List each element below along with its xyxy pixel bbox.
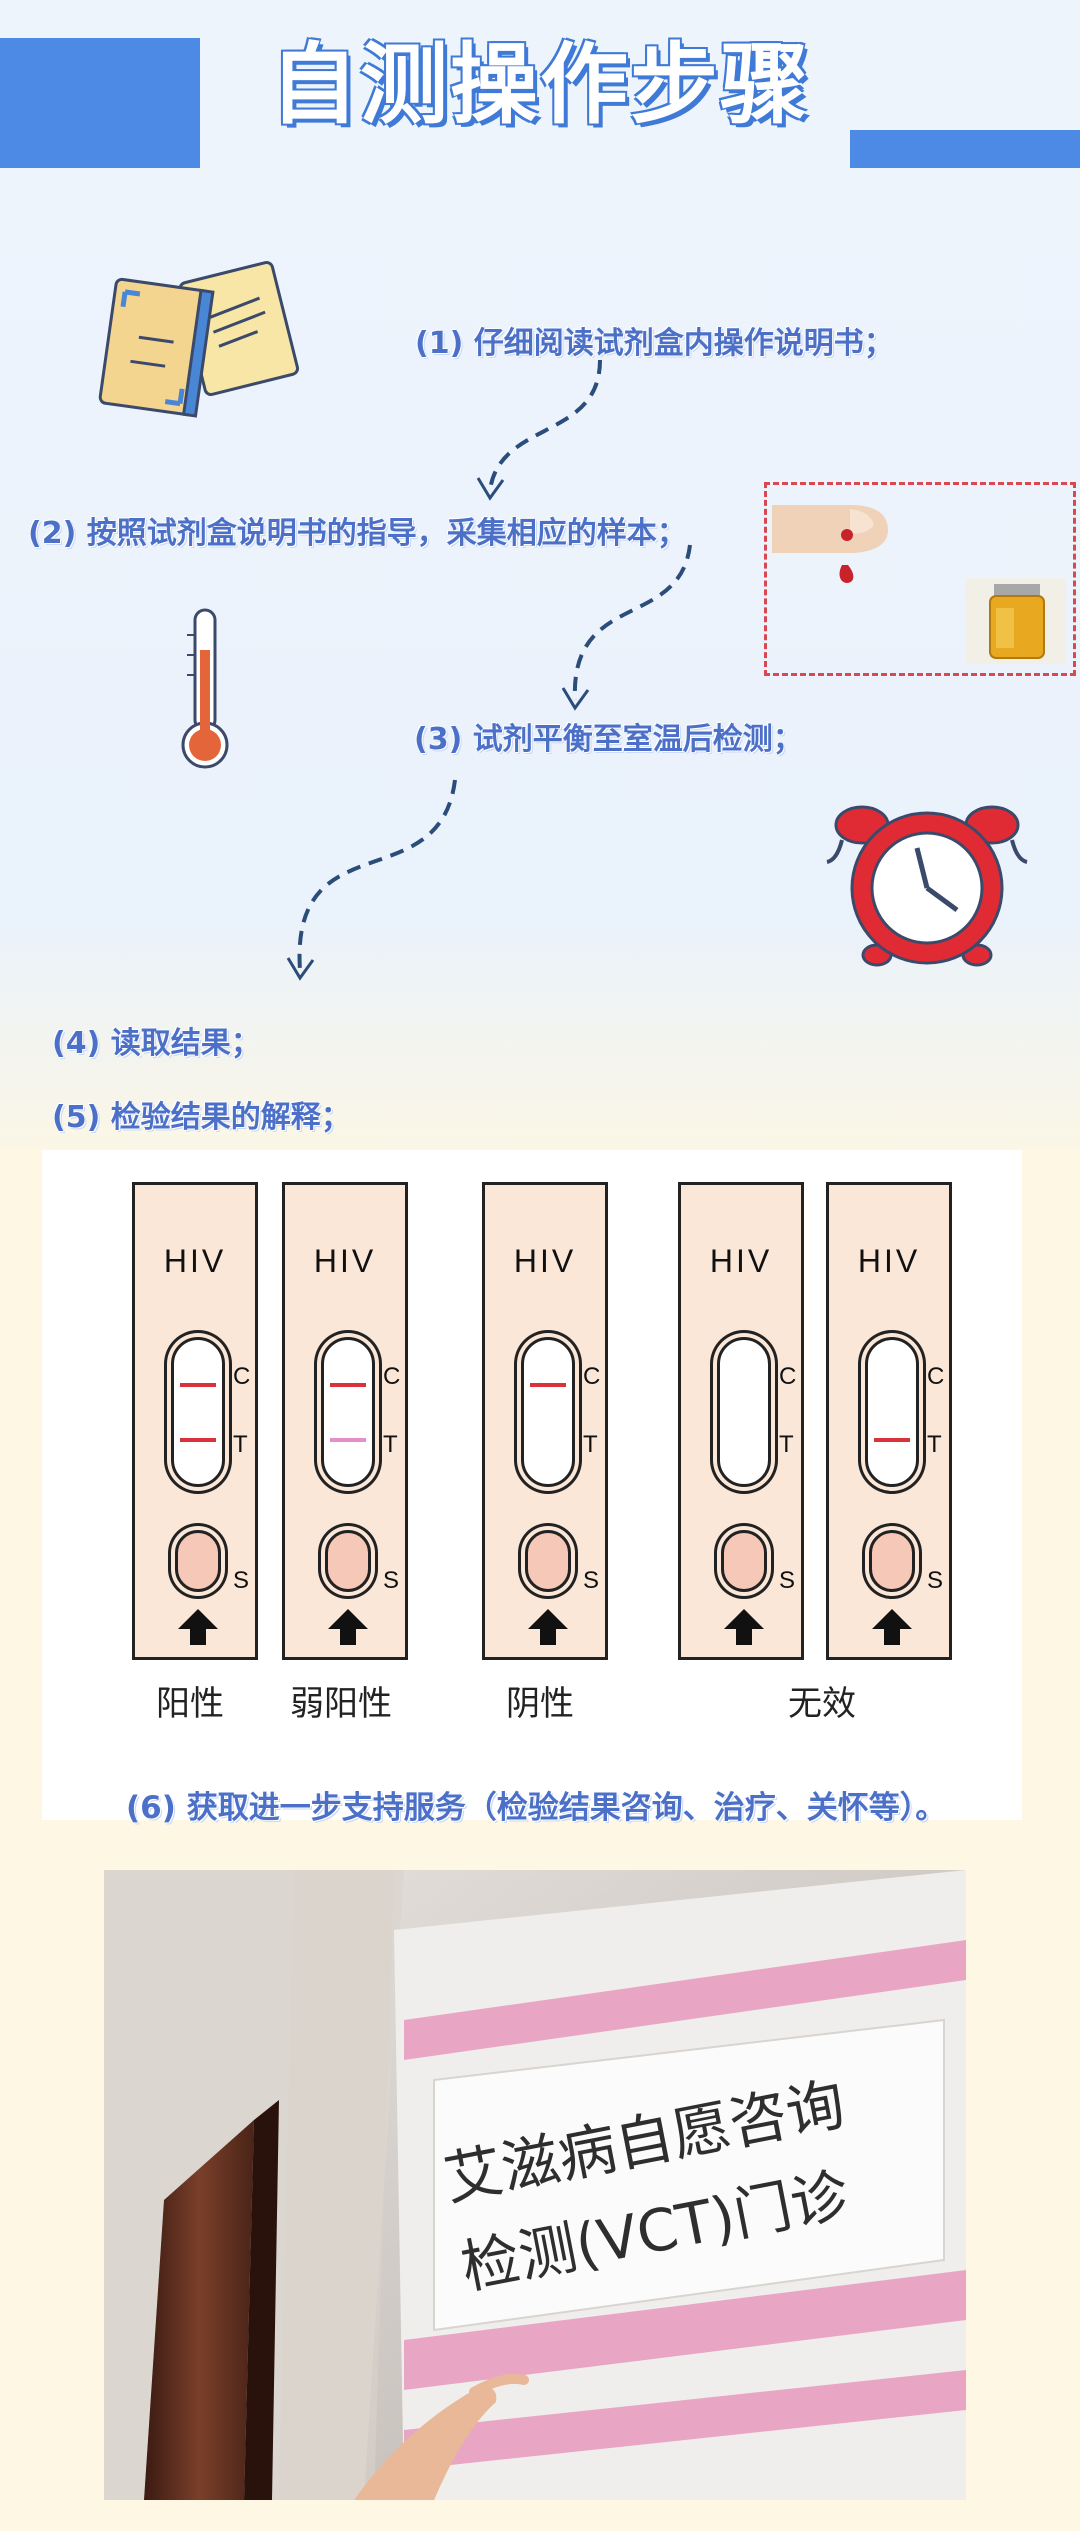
test-strip-panel: HIV C T S HIV C T S HIV C T S [42, 1150, 1022, 1820]
control-letter: C [927, 1363, 945, 1390]
result-window [171, 1337, 225, 1487]
test-line [726, 1438, 762, 1442]
step-2-label: (2) 按照试剂盒说明书的指导，采集相应的样本； [28, 516, 687, 551]
arrow-up-icon [528, 1609, 568, 1645]
result-negative: 阴性 [506, 1684, 574, 1724]
sample-letter: S [233, 1567, 250, 1594]
test-strip: HIV C T S [826, 1182, 952, 1660]
test-strip: HIV C T S [678, 1182, 804, 1660]
test-line [530, 1438, 566, 1442]
sample-letter: S [383, 1567, 400, 1594]
sample-letter: S [583, 1567, 600, 1594]
test-strip: HIV C T S [132, 1182, 258, 1660]
sample-well [525, 1530, 571, 1592]
sample-well [869, 1530, 915, 1592]
control-letter: C [583, 1363, 601, 1390]
strip-title: HIV [163, 1243, 227, 1279]
result-weak-positive: 弱阳性 [290, 1684, 392, 1724]
result-window [321, 1337, 375, 1487]
control-letter: C [233, 1363, 251, 1390]
test-letter: T [383, 1431, 398, 1458]
strip-title: HIV [513, 1243, 577, 1279]
result-window [865, 1337, 919, 1487]
header-bar-right [850, 130, 1080, 168]
arrow-up-icon [328, 1609, 368, 1645]
clinic-sign-photo: 艾滋病自愿咨询 检测(VCT)门诊 [104, 1870, 966, 2500]
alarm-clock-icon [826, 805, 1028, 967]
page-title: 自测操作步骤 [270, 33, 811, 136]
sample-letter: S [927, 1567, 944, 1594]
step-5-label: (5) 检验结果的解释； [52, 1100, 351, 1135]
result-invalid: 无效 [788, 1684, 856, 1724]
step-3-label: (3) 试剂平衡至室温后检测； [414, 722, 803, 757]
result-window [717, 1337, 771, 1487]
clinic-sign-image: 艾滋病自愿咨询 检测(VCT)门诊 [104, 1870, 966, 2500]
arrow-up-icon [178, 1609, 218, 1645]
test-letter: T [233, 1431, 248, 1458]
control-line [330, 1383, 366, 1387]
step-4-label: (4) 读取结果； [52, 1026, 261, 1061]
test-line [180, 1438, 216, 1442]
test-line [874, 1438, 910, 1442]
test-letter: T [927, 1431, 942, 1458]
result-window [521, 1337, 575, 1487]
sample-well [721, 1530, 767, 1592]
control-line [180, 1383, 216, 1387]
result-positive: 阳性 [156, 1684, 224, 1724]
test-letter: T [583, 1431, 598, 1458]
arrow-up-icon [724, 1609, 764, 1645]
urine-sample-icon [966, 578, 1066, 664]
finger-blood-icon [772, 505, 888, 583]
arrow-up-icon [872, 1609, 912, 1645]
thermometer-icon [181, 608, 229, 769]
control-line [530, 1383, 566, 1387]
sample-collection-box [764, 482, 1076, 676]
sample-well [325, 1530, 371, 1592]
strip-title: HIV [313, 1243, 377, 1279]
strip-title: HIV [709, 1243, 773, 1279]
control-line [874, 1383, 910, 1387]
book-icon [98, 260, 300, 418]
test-strip: HIV C T S [282, 1182, 408, 1660]
header-bar-left [0, 38, 200, 168]
step-6-label: (6) 获取进一步支持服务（检验结果咨询、治疗、关怀等）。 [126, 1790, 947, 1826]
sample-letter: S [779, 1567, 796, 1594]
control-letter: C [779, 1363, 797, 1390]
flow-path [286, 359, 692, 981]
control-letter: C [383, 1363, 401, 1390]
control-line [726, 1383, 762, 1387]
strip-title: HIV [857, 1243, 921, 1279]
test-line [330, 1438, 366, 1442]
test-strip: HIV C T S [482, 1182, 608, 1660]
sample-well [175, 1530, 221, 1592]
test-letter: T [779, 1431, 794, 1458]
step-1-label: (1) 仔细阅读试剂盒内操作说明书； [415, 326, 894, 361]
